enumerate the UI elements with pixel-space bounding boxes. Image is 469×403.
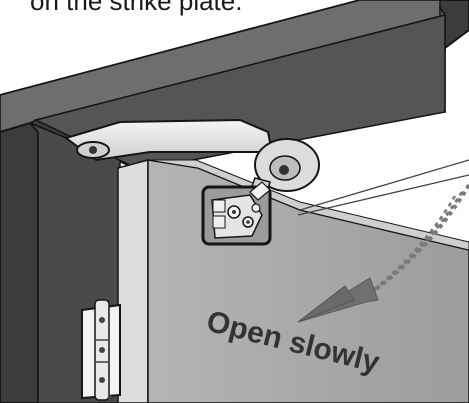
door-face	[147, 159, 469, 403]
door-edge	[117, 159, 149, 403]
door-top-edge	[147, 159, 469, 251]
motion-arc-path	[370, 183, 469, 294]
closer-spindle	[279, 165, 289, 175]
hinge-screw	[99, 317, 105, 323]
door-leaf	[117, 159, 469, 403]
motion-arc	[359, 183, 469, 302]
motion-lines	[297, 159, 469, 216]
door-closer-arm	[63, 118, 320, 211]
caption-text: on the strike plate.	[30, 0, 243, 16]
motion-line	[297, 174, 469, 216]
arm-pivot-bolt	[89, 146, 97, 154]
detail-inset	[201, 181, 272, 246]
hinge-screw	[99, 377, 105, 383]
hinge-icon	[81, 299, 121, 401]
motion-line	[299, 159, 469, 211]
frame-left-jamb	[0, 121, 39, 403]
open-direction-arrow	[297, 277, 379, 323]
hinge-screw	[99, 347, 105, 353]
